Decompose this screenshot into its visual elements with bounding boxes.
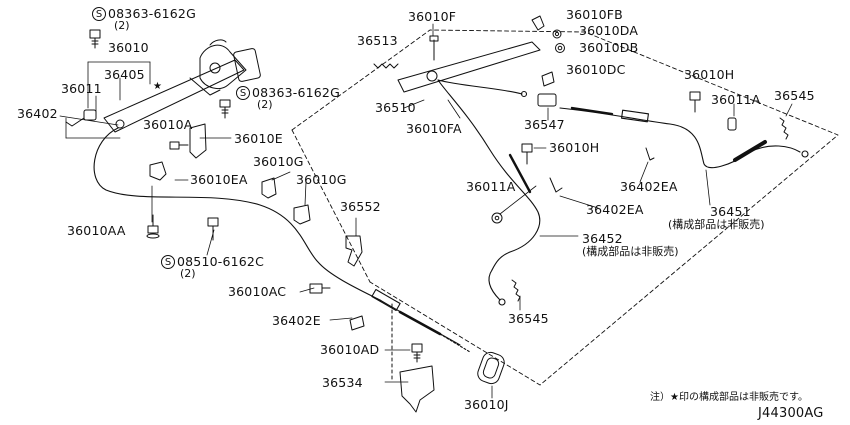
bolt-36010h-1: [521, 143, 533, 165]
footnote-not-sold: 注）★印の構成部品は非販売です。: [650, 392, 808, 403]
clip-36010g-2: [293, 204, 311, 225]
clip-36402e: [349, 315, 365, 331]
label-36510: 36510: [375, 100, 416, 115]
bolt-36010ac: [309, 283, 331, 294]
bracket-36552: [345, 235, 363, 267]
clip-36011a-2: [727, 117, 737, 131]
label-36010g-2: 36010G: [296, 172, 347, 187]
clip-36402ea-1: [645, 147, 655, 161]
label-36545-lower: 36545: [508, 311, 549, 326]
bolt-qty-lower: (2): [180, 267, 196, 280]
label-36011a-right: 36011A: [711, 92, 761, 107]
label-36010g-1: 36010G: [253, 154, 304, 169]
leader-lines-right: [403, 23, 793, 399]
clip-36010dc: [541, 71, 555, 87]
bolt-36010ad: [411, 343, 423, 363]
rear-cable-36451: [559, 106, 809, 169]
rear-cable-36452: [437, 79, 541, 306]
label-36010ea: 36010EA: [190, 172, 248, 187]
clip-36402ea-2: [549, 177, 563, 193]
bolt-qty-middle: (2): [257, 98, 273, 111]
bolt-36010a: [169, 141, 189, 150]
bolt-code-text: 08510-6162C: [177, 254, 265, 269]
grommet-36010j: [477, 351, 505, 385]
label-36402ea-2: 36402EA: [586, 202, 644, 217]
label-36402: 36402: [17, 106, 58, 121]
label-36010h-2: 36010H: [684, 67, 735, 82]
switch-36011: [65, 109, 97, 127]
front-cable-36402: [93, 127, 471, 353]
spring-36545-1: [779, 117, 789, 140]
label-36010ad: 36010AD: [320, 342, 380, 357]
bolt-36010aa: [146, 214, 160, 239]
spring-36513: [373, 63, 399, 69]
bolt-code-text: 08363-6162G: [252, 85, 340, 100]
bolt-callout-08363-6162g-middle: S 08363-6162G: [236, 86, 340, 100]
label-36011a-left: 36011A: [466, 179, 516, 194]
diagram-id: J44300AG: [758, 406, 824, 421]
label-36010ac: 36010AC: [228, 284, 287, 299]
label-36010fa: 36010FA: [406, 121, 462, 136]
spring-36545-2: [511, 279, 521, 302]
label-36547: 36547: [524, 117, 565, 132]
dashed-assembly-outline: [291, 29, 839, 386]
label-36552: 36552: [340, 199, 381, 214]
bolt-36010h-2: [689, 91, 701, 113]
s-mark-symbol: S: [92, 7, 106, 21]
bracket-36534: [391, 303, 435, 413]
bolt-08363-top: [89, 29, 101, 49]
label-36010: 36010: [108, 40, 149, 55]
bracket-36010e: [189, 123, 207, 159]
label-36010db: 36010DB: [579, 40, 639, 55]
label-36010h-1: 36010H: [549, 140, 600, 155]
label-36451: 36451: [710, 204, 751, 219]
label-36010aa: 36010AA: [67, 223, 126, 238]
label-36534: 36534: [322, 375, 363, 390]
label-36452: 36452: [582, 231, 623, 246]
handbrake-lever-36010: [103, 39, 261, 133]
bolt-code-text: 08363-6162G: [108, 6, 196, 21]
label-36010a: 36010A: [143, 117, 193, 132]
clip-36010g-1: [261, 177, 277, 199]
s-mark-symbol: S: [161, 255, 175, 269]
label-36405: 36405: [104, 67, 145, 82]
clip-36010ea: [149, 161, 167, 181]
leader-lines-36010: [59, 61, 411, 383]
label-36513: 36513: [357, 33, 398, 48]
bracket-36547: [537, 93, 557, 107]
label-36010fb: 36010FB: [566, 7, 623, 22]
s-mark-symbol: S: [236, 86, 250, 100]
label-36010e: 36010E: [234, 131, 283, 146]
bolt-callout-08510-6162c: S 08510-6162C: [161, 255, 264, 269]
label-36010da: 36010DA: [579, 23, 639, 38]
equalizer-36510: [397, 35, 541, 93]
label-36402ea-1: 36402EA: [620, 179, 678, 194]
note-not-sold-36452: (構成部品は非販売): [582, 245, 679, 258]
bolt-08510: [207, 217, 219, 241]
label-36011: 36011: [61, 81, 102, 96]
clip-36010fb: [531, 15, 545, 31]
nut-36010da: [552, 29, 562, 39]
note-not-sold-36451: (構成部品は非販売): [668, 218, 765, 231]
label-36010dc: 36010DC: [566, 62, 626, 77]
star-mark: ★: [153, 81, 162, 92]
bolt-08363-middle: [219, 99, 231, 119]
bolt-qty-top: (2): [114, 19, 130, 32]
label-36010j: 36010J: [464, 397, 509, 412]
label-36010f: 36010F: [408, 9, 457, 24]
bolt-callout-08363-6162g-top: S 08363-6162G: [92, 7, 196, 21]
grommet-36011a-1: [491, 212, 503, 224]
nut-36010db: [555, 43, 565, 53]
label-36545-right: 36545: [774, 88, 815, 103]
label-36402e: 36402E: [272, 313, 321, 328]
